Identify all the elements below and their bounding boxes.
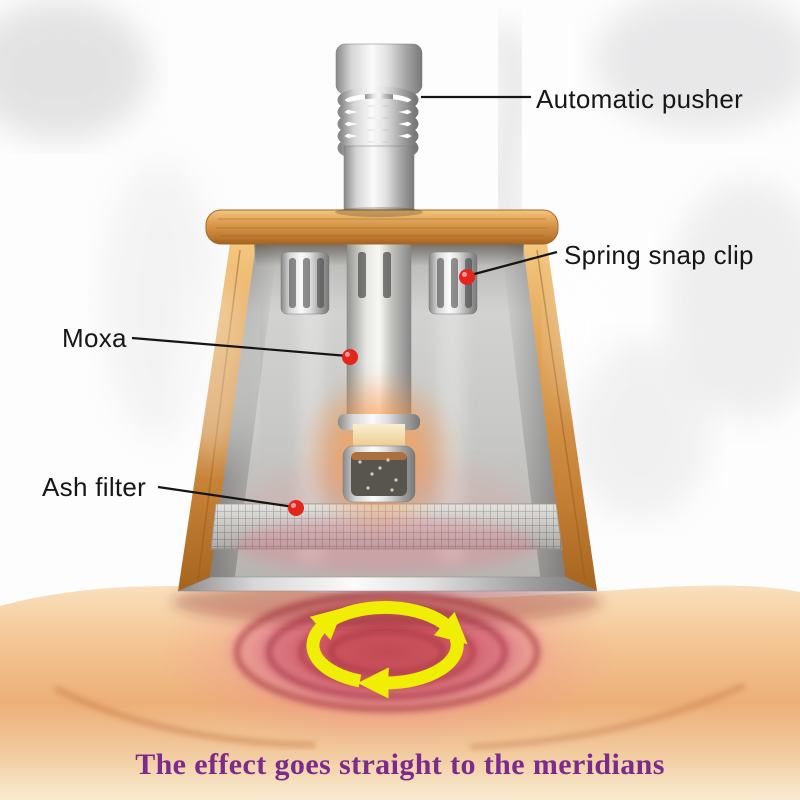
label-moxa: Moxa	[62, 323, 127, 353]
marker-dot-ash-filter	[288, 500, 304, 516]
label-automatic-pusher: Automatic pusher	[536, 84, 744, 114]
label-spring-snap-clip: Spring snap clip	[564, 240, 754, 270]
marker-dot-moxa	[342, 349, 358, 365]
plate-grain	[216, 218, 548, 237]
caption-text: The effect goes straight to the meridian…	[135, 748, 665, 781]
automatic-pusher-assembly	[335, 43, 423, 217]
wooden-plate	[205, 207, 559, 245]
marker-dots	[288, 269, 475, 516]
bottom-rim	[177, 576, 598, 592]
skin-crease-right	[469, 682, 747, 750]
pusher-cap	[335, 43, 423, 95]
pusher-tube-upper	[343, 145, 415, 217]
tube-hole-shadow	[335, 207, 423, 217]
rotation-arrow-right	[357, 635, 464, 699]
ash-cup	[342, 445, 416, 503]
interior-shade-right	[501, 244, 566, 584]
callout-line-spring-snap-clip	[466, 250, 558, 278]
callout-line-ash-filter	[157, 485, 295, 509]
callout-lines	[131, 95, 558, 509]
label-ash-filter: Ash filter	[42, 472, 147, 502]
rotation-arrows-icon	[306, 600, 468, 699]
ash-speckles	[358, 458, 398, 492]
rotation-arrow-left	[306, 607, 362, 688]
skin-crease-left	[53, 685, 316, 748]
foreground-smoke	[172, 250, 621, 460]
spring-snap-clip-left	[280, 251, 330, 315]
marker-dot-spring-snap-clip	[459, 269, 475, 285]
marker-dot-highlights	[291, 272, 467, 508]
callout-line-moxa	[131, 336, 349, 358]
